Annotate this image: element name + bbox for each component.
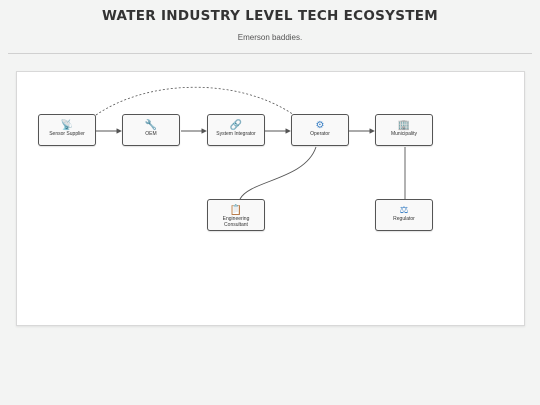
wrench-icon: 🔧: [144, 120, 158, 131]
page-title: WATER INDUSTRY LEVEL TECH ECOSYSTEM: [101, 8, 439, 24]
node-label: System Integrator: [216, 131, 256, 137]
node-engineering-consultant[interactable]: 📋 Engineering Consultant: [207, 199, 265, 231]
scales-icon: ⚖: [399, 205, 409, 216]
satellite-dish-icon: 📡: [60, 120, 74, 131]
node-label: Sensor Supplier: [49, 131, 85, 137]
node-label: Operator: [310, 131, 330, 137]
page-subtitle: Emerson baddies.: [237, 33, 303, 42]
node-system-integrator[interactable]: 🔗 System Integrator: [207, 114, 265, 146]
node-oem[interactable]: 🔧 OEM: [122, 114, 180, 146]
gear-icon: ⚙: [315, 120, 325, 131]
node-label: Regulator: [393, 216, 415, 222]
node-regulator[interactable]: ⚖ Regulator: [375, 199, 433, 231]
node-label: OEM: [145, 131, 157, 137]
node-label: Engineering Consultant: [222, 216, 250, 228]
node-label: Municipality: [390, 131, 418, 137]
node-operator[interactable]: ⚙ Operator: [291, 114, 349, 146]
header-divider: [8, 53, 532, 54]
node-municipality[interactable]: 🏢 Municipality: [375, 114, 433, 146]
diagram-canvas: [16, 71, 525, 326]
building-icon: 🏢: [397, 120, 411, 131]
clipboard-icon: 📋: [229, 205, 243, 216]
node-sensor-supplier[interactable]: 📡 Sensor Supplier: [38, 114, 96, 146]
link-icon: 🔗: [229, 120, 243, 131]
